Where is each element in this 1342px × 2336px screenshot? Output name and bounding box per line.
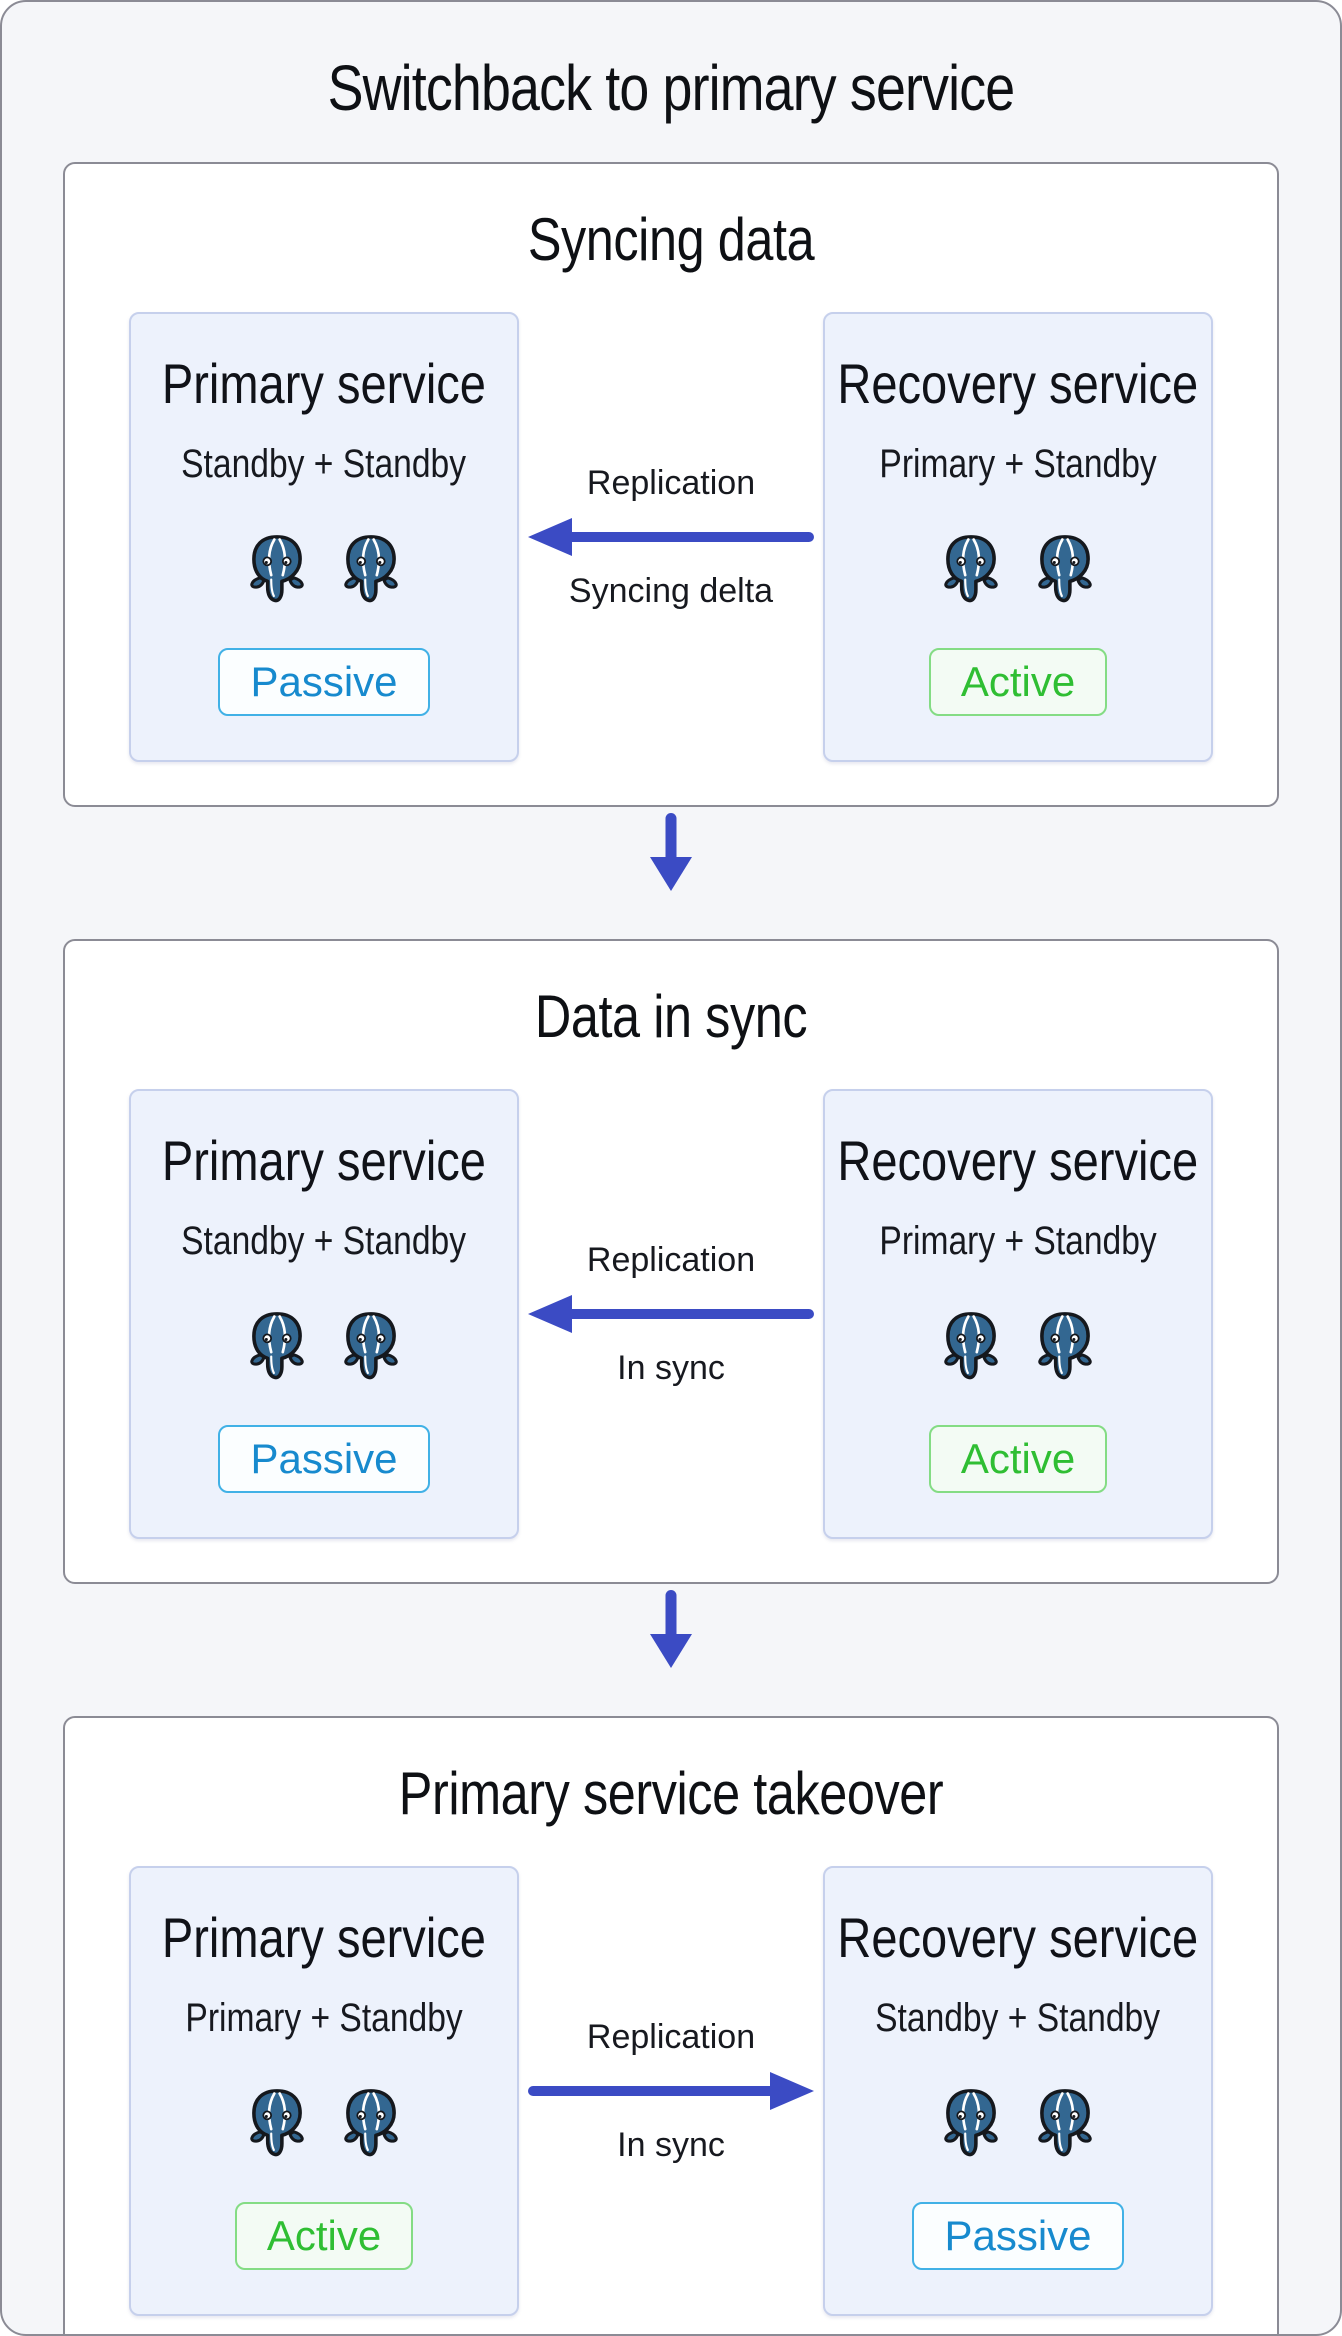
service-subtitle: Primary + Standby [879,442,1157,486]
postgresql-elephant-icon [245,1307,309,1383]
replication-label: Replication [586,2018,756,2056]
postgresql-elephant-icon [245,530,309,606]
section-primary-service-takeover: Primary service takeover Primary service… [63,1716,1279,2334]
replication-connector: Replication Syncing delta [519,312,823,762]
replication-connector: Replication In sync [519,1866,823,2316]
postgresql-elephant-icon [245,2084,309,2160]
service-subtitle: Standby + Standby [181,442,467,486]
status-badge: Active [928,1425,1108,1493]
service-subtitle: Primary + Standby [185,1996,463,2040]
arrow-left-icon [526,515,816,559]
service-subtitle: Standby + Standby [181,1219,467,1263]
service-subtitle: Primary + Standby [879,1219,1157,1263]
arrow-down-icon [648,811,694,893]
database-icons [245,530,403,606]
arrow-down-icon [648,1588,694,1670]
service-title: Primary service [161,1906,487,1969]
postgresql-elephant-icon [339,2084,403,2160]
status-badge: Passive [912,2202,1124,2270]
section-title: Data in sync [534,983,808,1050]
postgresql-elephant-icon [939,530,1003,606]
status-badge: Active [928,648,1108,716]
section-title: Primary service takeover [398,1760,944,1827]
arrow-right-icon [526,2069,816,2113]
recovery-service-card: Recovery service Primary + Standby Activ… [823,312,1213,762]
postgresql-elephant-icon [1033,530,1097,606]
postgresql-elephant-icon [339,530,403,606]
postgresql-elephant-icon [939,2084,1003,2160]
database-icons [245,1307,403,1383]
replication-label: Replication [586,1241,756,1279]
section-row: Primary service Primary + Standby Active… [129,1866,1213,2316]
arrow-left-icon [526,1292,816,1336]
primary-service-card: Primary service Primary + Standby Active [129,1866,519,2316]
page-title: Switchback to primary service [327,52,1016,124]
flow-step-gap [2,807,1340,897]
section-title: Syncing data [527,206,815,273]
replication-label: Replication [586,464,756,502]
database-icons [939,1307,1097,1383]
postgresql-elephant-icon [1033,2084,1097,2160]
status-badge: Passive [218,1425,430,1493]
service-title: Primary service [161,352,487,415]
status-badge: Passive [218,648,430,716]
section-syncing-data: Syncing data Primary service Standby + S… [63,162,1279,807]
database-icons [939,2084,1097,2160]
recovery-service-card: Recovery service Primary + Standby Activ… [823,1089,1213,1539]
database-icons [245,2084,403,2160]
service-title: Recovery service [837,352,1199,415]
postgresql-elephant-icon [939,1307,1003,1383]
section-data-in-sync: Data in sync Primary service Standby + S… [63,939,1279,1584]
primary-service-card: Primary service Standby + Standby Passiv… [129,1089,519,1539]
section-row: Primary service Standby + Standby Passiv… [129,1089,1213,1539]
service-subtitle: Standby + Standby [875,1996,1161,2040]
primary-service-card: Primary service Standby + Standby Passiv… [129,312,519,762]
recovery-service-card: Recovery service Standby + Standby Passi… [823,1866,1213,2316]
sync-state-label: In sync [617,2126,725,2164]
section-row: Primary service Standby + Standby Passiv… [129,312,1213,762]
flow-step-gap [2,1584,1340,1674]
replication-connector: Replication In sync [519,1089,823,1539]
sync-state-label: Syncing delta [568,572,774,610]
sync-state-label: In sync [617,1349,725,1387]
service-title: Recovery service [837,1906,1199,1969]
postgresql-elephant-icon [339,1307,403,1383]
postgresql-elephant-icon [1033,1307,1097,1383]
service-title: Primary service [161,1129,487,1192]
database-icons [939,530,1097,606]
status-badge: Active [234,2202,414,2270]
service-title: Recovery service [837,1129,1199,1192]
